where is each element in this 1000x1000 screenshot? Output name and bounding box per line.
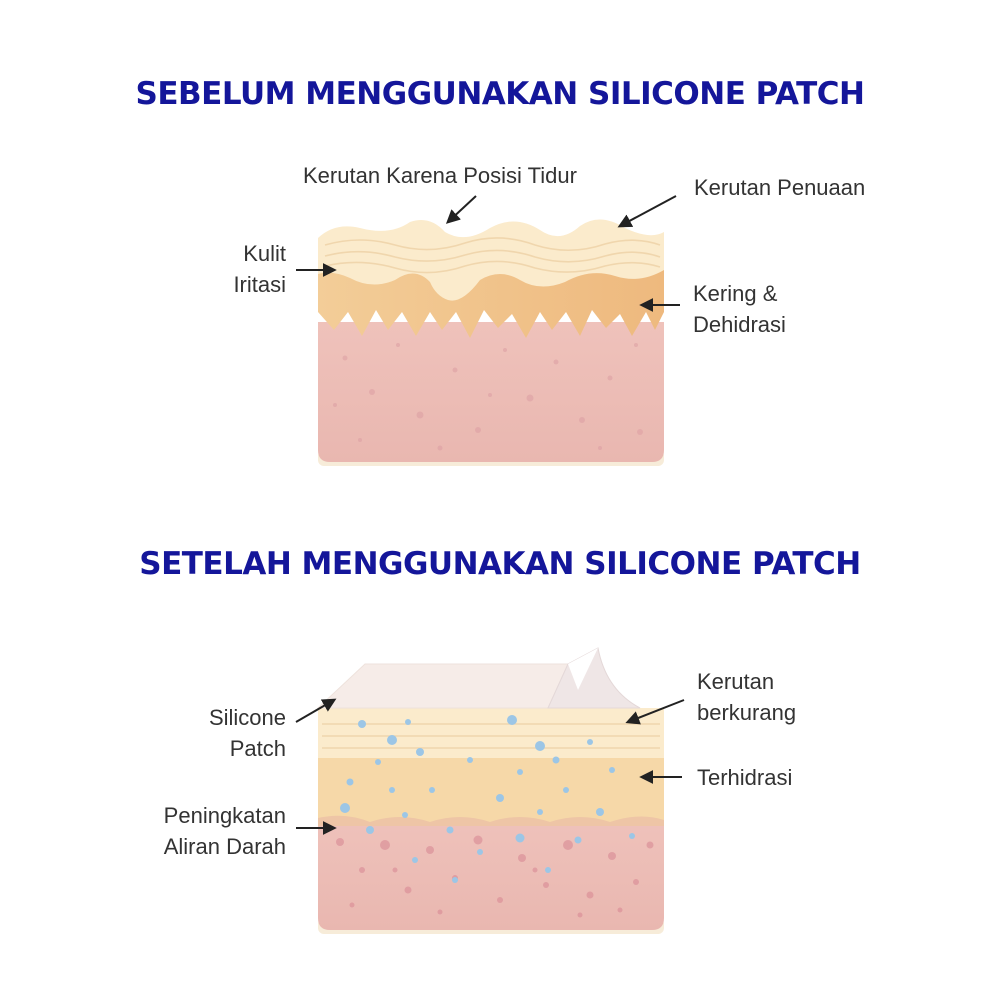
heading-after: SETELAH MENGGUNAKAN SILICONE PATCH — [139, 546, 861, 582]
heading-before: SEBELUM MENGGUNAKAN SILICONE PATCH — [135, 76, 865, 112]
arrow-sleep-wrinkles — [445, 195, 477, 224]
skin-before — [318, 219, 664, 466]
before-arrows — [296, 195, 680, 312]
wrinkle-lines — [324, 237, 661, 274]
label-aging-wrinkles: Kerutan Penuaan — [694, 175, 866, 200]
epidermis-layer — [318, 219, 664, 301]
silicone-patch — [316, 663, 569, 709]
label-dry-dehydrated: Kering & Dehidrasi — [693, 281, 786, 337]
label-reduced-wrinkles: Kerutan berkurang — [697, 669, 797, 725]
smooth-lines — [322, 723, 660, 749]
dry-layer — [318, 258, 664, 338]
arrow-silicone-patch — [295, 698, 337, 723]
hydrated-layer — [318, 755, 664, 823]
label-silicone-patch: Silicone Patch — [208, 705, 286, 761]
silicone-patch-peel — [547, 647, 641, 709]
label-irritated-skin: Kulit Iritasi — [233, 241, 286, 297]
arrow-aging-wrinkles — [617, 195, 677, 228]
dermis-layer — [318, 322, 664, 462]
hydration-dots — [340, 715, 635, 883]
dermis-layer-after — [318, 816, 664, 930]
label-sleep-wrinkles: Kerutan Karena Posisi Tidur — [303, 163, 577, 188]
blood-flow-dots — [336, 835, 654, 918]
epidermis-layer-after — [318, 708, 664, 758]
skin-after — [316, 647, 664, 934]
after-arrows — [295, 698, 685, 835]
arrow-reduced-wrinkles — [625, 699, 685, 725]
label-hydrated: Terhidrasi — [697, 765, 793, 790]
label-blood-flow: Peningkatan Aliran Darah — [163, 803, 286, 859]
dermis-dots — [333, 343, 643, 451]
